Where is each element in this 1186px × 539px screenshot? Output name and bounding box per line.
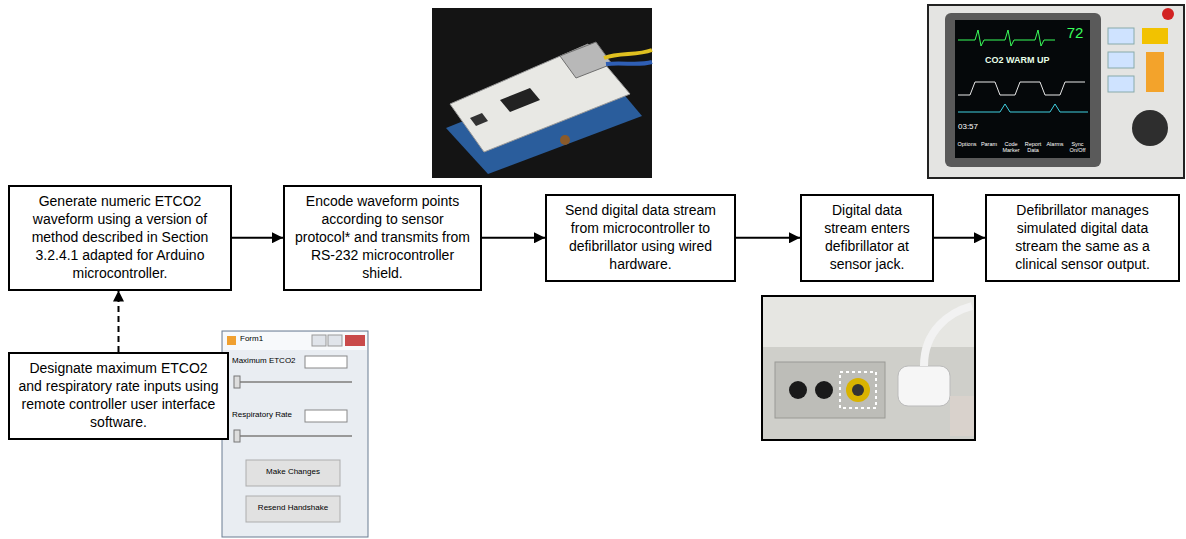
form-screenshot [222,331,368,537]
ui-button [246,460,340,486]
cable-plug [898,366,950,406]
photo-ground [928,5,1184,178]
box-text: Generate numeric ETCO2 waveform using a … [17,193,223,283]
chip [470,113,488,126]
ui-label: Maximum ETCO2 [232,357,302,366]
close-button [345,335,365,346]
heart-rate-value: 72 [1062,25,1088,42]
slider-track [234,381,352,383]
soft-key: Options [956,141,978,147]
power-icon [1162,8,1174,20]
text-input [305,356,347,368]
button [1108,28,1134,44]
jack-panel [775,362,885,418]
box-text: Encode waveform points according to sens… [292,193,473,283]
slider-thumb [234,376,240,388]
wire [606,62,652,64]
window-title: Form1 [240,335,300,344]
soft-key: Report Data [1022,141,1044,153]
monitor-readout: CO2 WARM UP [985,56,1065,66]
sensor-jack-photo [762,296,975,440]
box-text: Designate maximum ETCO2 and respiratory … [17,360,220,432]
wave [958,104,1088,112]
process-box: Generate numeric ETCO2 waveform using a … [8,185,232,291]
ui-label: Respiratory Rate [232,411,302,420]
cable [924,306,972,366]
ecg-wave [958,30,1055,46]
process-box: Designate maximum ETCO2 and respiratory … [8,352,229,440]
flow-arrow [482,237,545,239]
co2-wave [958,82,1085,95]
sensor-jack-hole [852,384,864,396]
flow-arrow [934,237,985,239]
device-part [950,396,974,436]
button [1108,52,1134,68]
ui-button [246,496,340,522]
photo-ground [432,8,652,178]
minimize-button [312,335,326,346]
process-box: Send digital data stream from microcontr… [545,194,736,282]
jack [815,381,833,399]
knob [1132,110,1168,146]
process-box: Encode waveform points according to sens… [283,185,482,291]
db9-connector [560,42,612,78]
flow-arrow [232,237,283,239]
process-box: Digital data stream enters defibrillator… [800,194,934,282]
soft-key: Code Marker [1000,141,1022,153]
process-box: Defibrillator manages simulated digital … [985,194,1180,282]
arrow-button [1146,52,1164,92]
arduino-photo [432,8,652,178]
screen [955,20,1090,158]
box-text: Defibrillator manages simulated digital … [994,202,1171,274]
button [1108,76,1134,92]
title-bar [223,332,367,350]
window-icon [227,336,236,345]
flow-arrow [118,291,120,352]
sensor-jack [846,378,870,402]
soft-key: Sync On/Off [1066,141,1089,153]
chip [500,88,540,112]
slider-thumb [234,430,240,442]
text-input [305,410,347,422]
monitor-clock: 03:57 [958,123,990,132]
jack [789,381,807,399]
soft-key: Alarms [1044,141,1066,147]
button [1142,28,1168,44]
box-text: Digital data stream enters defibrillator… [809,202,925,274]
defibrillator-photo [928,5,1184,178]
component [560,135,570,145]
maximize-button [328,335,342,346]
soft-key: Param [978,141,1000,147]
flow-arrow [736,237,800,239]
window [222,331,368,537]
button-label: Resend Handshake [246,504,340,513]
box-text: Send digital data stream from microcontr… [554,202,727,274]
slider-track [234,435,352,437]
wire [604,50,652,58]
screen-bezel [945,13,1101,167]
highlight-box [840,372,876,408]
photo-ground [762,296,975,440]
button-label: Make Changes [246,468,340,477]
